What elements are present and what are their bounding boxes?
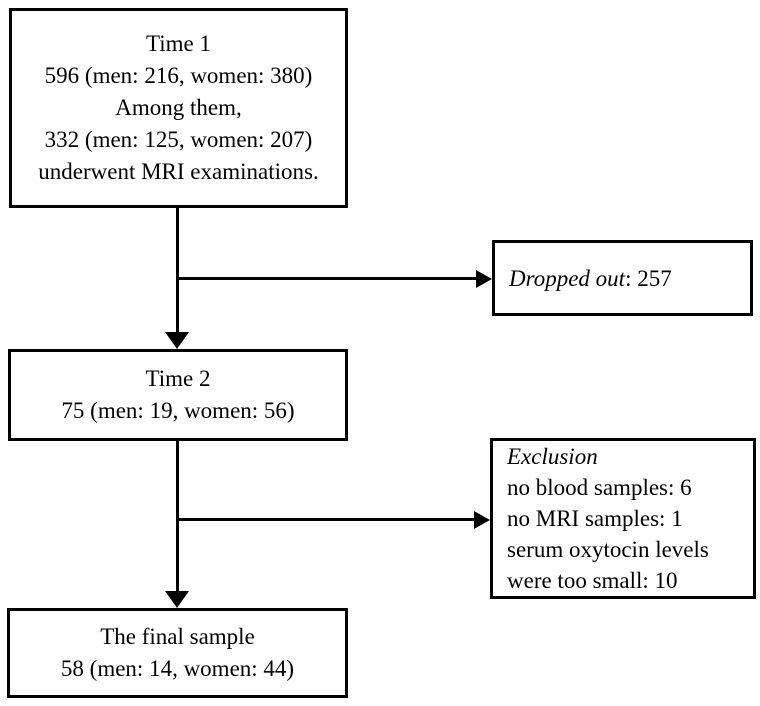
arrow-down-icon [165, 591, 189, 608]
time1-title: Time 1 [146, 31, 211, 56]
exclusion-no-blood: no blood samples: 6 [507, 475, 692, 500]
arrow-right-icon [474, 511, 490, 529]
time1-mri-note: underwent MRI examinations. [38, 159, 319, 184]
dropped-out-italic: Dropped out [509, 265, 626, 291]
connector-exclusion-line [176, 518, 477, 521]
final-sample-count: 58 (men: 14, women: 44) [60, 656, 295, 681]
arrow-right-icon [476, 270, 492, 288]
exclusion-oxytocin-2: were too small: 10 [507, 568, 678, 593]
exclusion-oxytocin-1: serum oxytocin levels [507, 537, 709, 562]
dropped-out-box: Dropped out: 257 [492, 240, 753, 316]
final-sample-box: The final sample 58 (men: 14, women: 44) [7, 608, 348, 698]
dropped-out-label: Dropped out: 257 [509, 263, 744, 294]
arrow-down-icon [165, 332, 189, 349]
final-sample-title: The final sample [100, 624, 255, 649]
time1-count: 596 (men: 216, women: 380) [44, 63, 313, 88]
time2-box: Time 2 75 (men: 19, women: 56) [8, 349, 348, 441]
time2-count: 75 (men: 19, women: 56) [61, 398, 295, 423]
exclusion-title: Exclusion [507, 444, 598, 469]
exclusion-box: Exclusion no blood samples: 6 no MRI sam… [490, 438, 756, 599]
time1-mri-count: 332 (men: 125, women: 207) [44, 127, 313, 152]
time1-among-them: Among them, [115, 95, 242, 120]
exclusion-no-mri: no MRI samples: 1 [507, 506, 683, 531]
connector-time1-time2-line [176, 208, 179, 338]
connector-dropped-out-line [176, 277, 479, 280]
dropped-out-count: : 257 [625, 265, 672, 291]
time1-box: Time 1 596 (men: 216, women: 380) Among … [9, 8, 348, 208]
time2-title: Time 2 [145, 366, 211, 391]
